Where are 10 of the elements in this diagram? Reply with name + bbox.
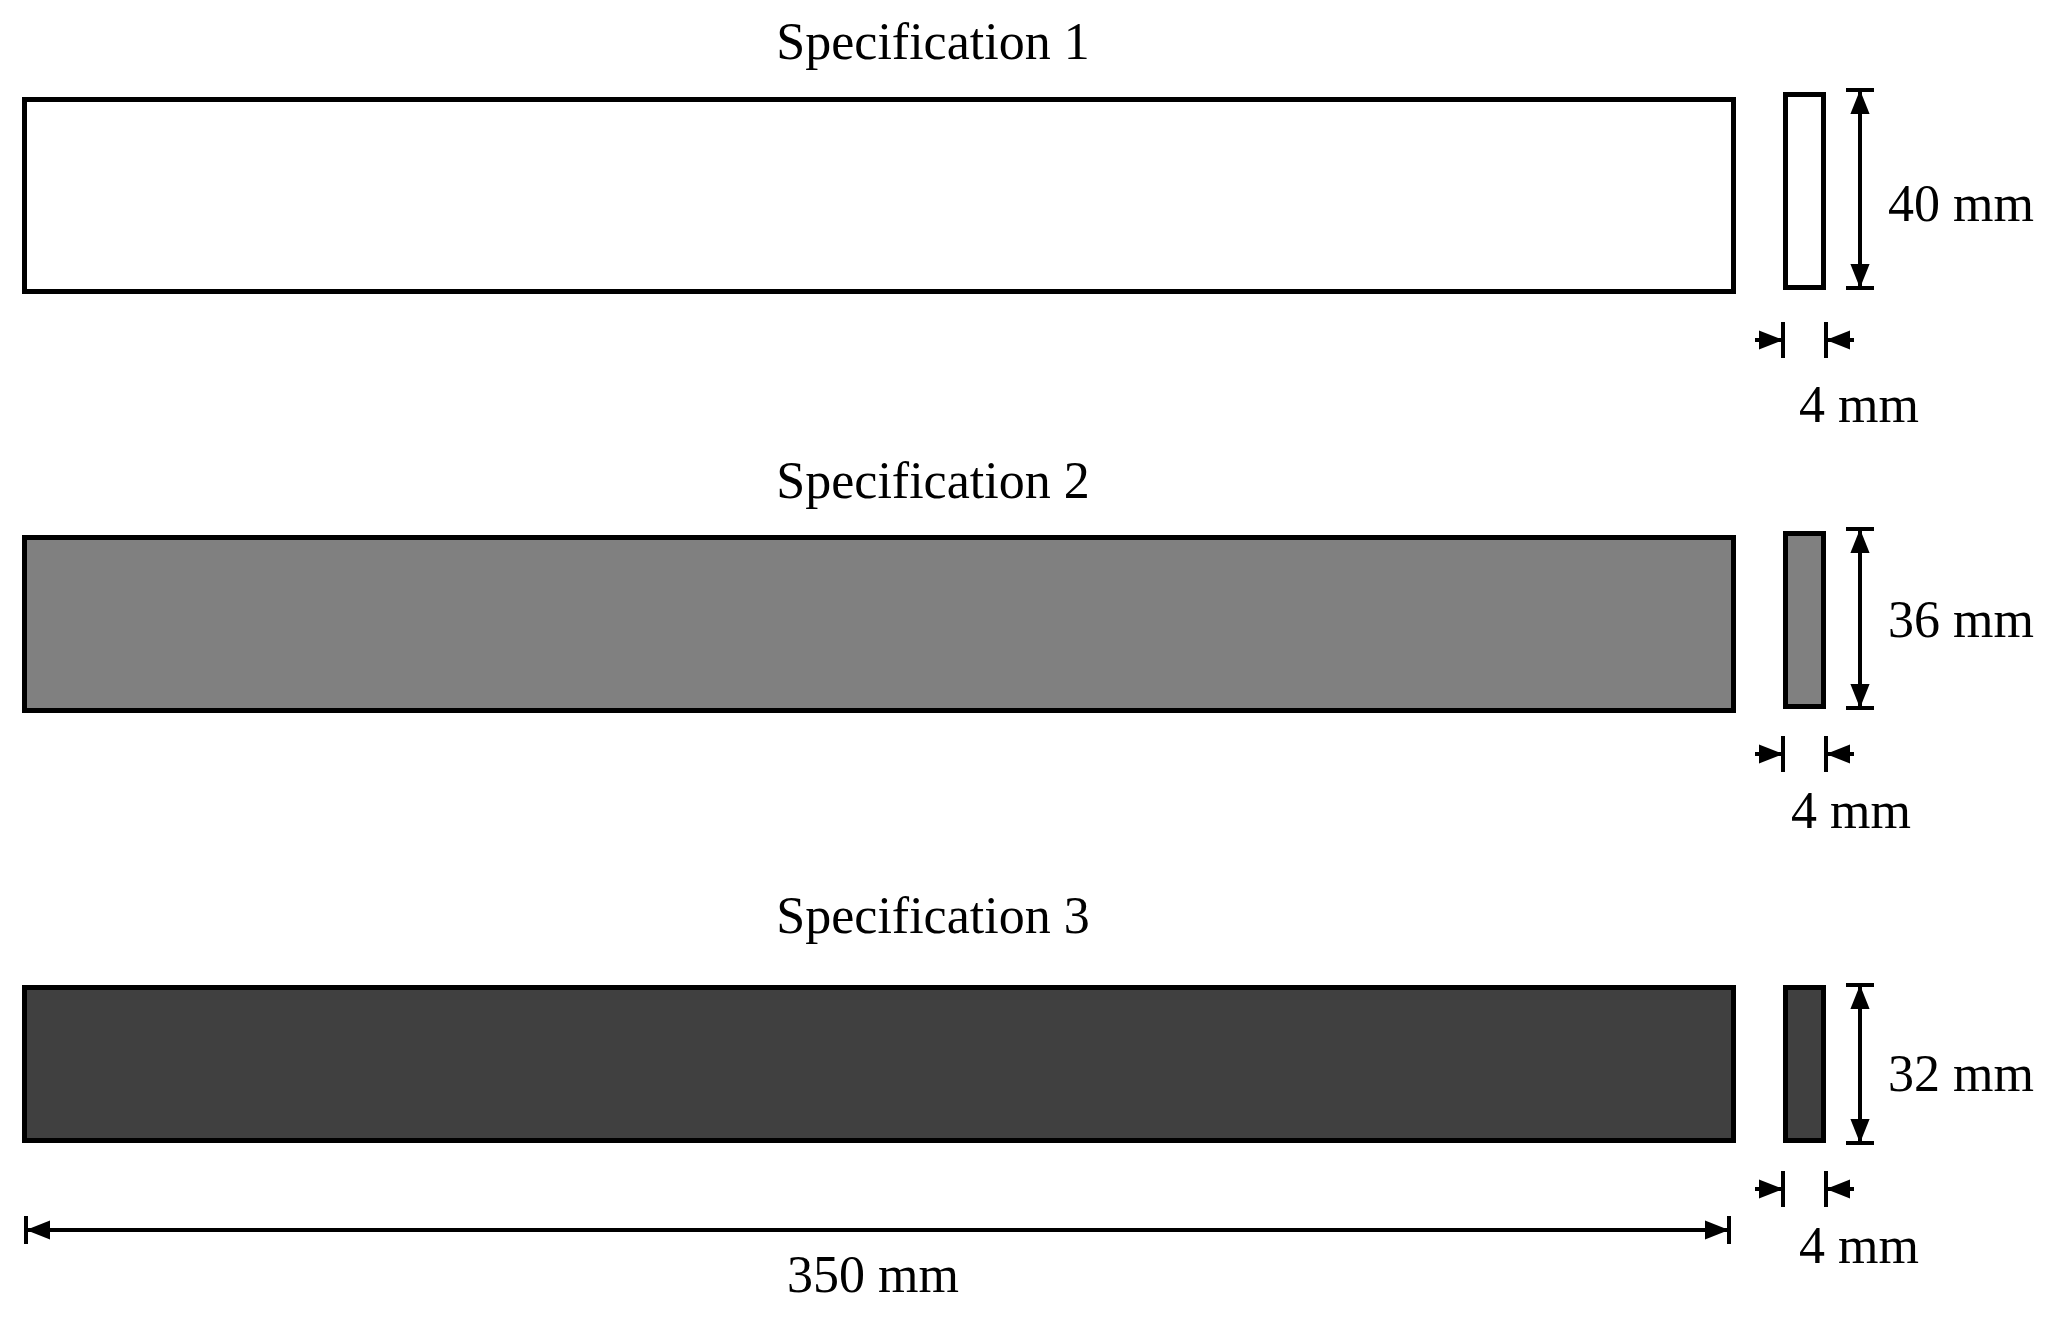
dimension-label: 4 mm bbox=[1791, 785, 1911, 837]
dimension-label: 350 mm bbox=[787, 1249, 959, 1301]
dimension-label: 4 mm bbox=[1799, 379, 1919, 431]
dimension-label: 4 mm bbox=[1799, 1220, 1919, 1272]
specimen-heading: Specification 2 bbox=[776, 455, 1090, 507]
dimension-label: 32 mm bbox=[1888, 1048, 2034, 1100]
specimen-heading: Specification 1 bbox=[776, 16, 1090, 68]
dimension-label: 40 mm bbox=[1888, 178, 2034, 230]
specimen-heading: Specification 3 bbox=[776, 890, 1090, 942]
dimension-label: 36 mm bbox=[1888, 594, 2034, 646]
